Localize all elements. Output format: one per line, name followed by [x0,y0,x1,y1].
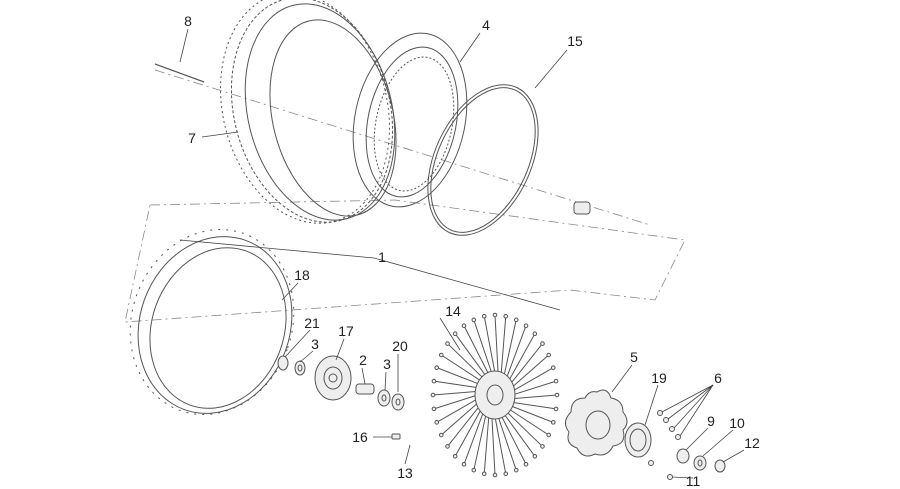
callout-8: 8 [184,13,192,29]
tyre-part [220,0,397,224]
spoke-nipple-dot [540,341,545,346]
spoked-hub [474,370,516,420]
callout-labels: 8 7 4 15 1 18 21 3 17 2 3 20 14 16 13 5 … [184,13,760,489]
callout-18: 18 [294,267,310,283]
spoke-nipple-dot [452,331,458,337]
spoke-nipple-dot [550,420,556,425]
callout-3b: 3 [383,356,391,372]
spoke-nipple-dot [481,471,487,477]
callout-17: 17 [338,323,354,339]
spoke-nipple-dot [430,392,436,398]
callout-5: 5 [630,349,638,365]
spacer-and-right-bearings [355,383,405,411]
hub-part [314,355,352,401]
spoke-line [495,408,517,471]
inner-tube-part [352,32,468,208]
axle-part [154,63,205,83]
spoke-nipple-dot [445,444,450,449]
spoke-nipple-dot [503,471,509,477]
callout-21: 21 [304,315,320,331]
spoke-line [493,408,507,474]
spoke-nipple-dot [452,453,458,459]
spoke-line [494,314,500,382]
leader-lines [179,28,745,479]
screws-group [648,410,681,480]
callout-19: 19 [651,370,667,386]
spoke-nipple-dot [471,317,477,323]
spoke-nipple-dot [532,331,538,337]
rim-part [129,229,295,415]
callout-10: 10 [729,415,745,431]
spoke-nipple-dot [492,472,498,478]
spoke-nipple-dot [523,461,529,467]
callout-20: 20 [392,338,408,354]
spoke-nipple-dot [550,365,556,370]
spoke-nipple-dot [546,432,551,438]
callout-7: 7 [188,130,196,146]
callout-12: 12 [744,435,760,451]
callout-1: 1 [378,249,386,265]
assembly-bracket-outline [124,199,686,323]
spoke-nipple-dot [523,323,529,329]
callout-6: 6 [714,370,722,386]
spoke-nipple-dot [481,313,487,319]
callout-14: 14 [445,303,461,319]
spoke-nipple-dot [461,461,467,467]
speedometer-drive-part [624,422,652,458]
callout-13: 13 [397,465,413,481]
axle-bush-part [573,201,591,215]
rim-tape-part [427,84,539,236]
spoke-line [473,406,489,471]
spacer-washer-nut-group [676,448,726,473]
spoke-nipple-part [391,433,401,440]
spoke-nipple-dot [513,317,519,323]
spoke-nipple-dot [461,323,467,329]
spoke-nipple-dot [532,453,538,459]
spoke-line [483,316,497,382]
callout-9: 9 [707,413,715,429]
spoke-nipple-dot [554,392,560,398]
callout-4: 4 [482,17,490,33]
spoke-nipple-dot [439,432,444,438]
spoke-line [501,319,517,384]
spoke-nipple-dot [439,352,444,358]
callout-3a: 3 [311,336,319,352]
left-bearing-stack [277,355,306,376]
spoke-line [473,319,495,382]
spoke-nipple-dot [503,313,509,319]
spoke-line [483,407,491,474]
spoke-nipple-dot [540,444,545,449]
callout-15: 15 [567,33,583,49]
spoke-nipple-dot [546,352,551,358]
spoke-nipple-dot [445,341,450,346]
axis-centerline-upper [154,69,651,226]
spoke-nipple-dot [553,378,559,384]
spoke-line [463,404,487,465]
spoke-nipple-dot [431,406,437,412]
spoke-nipple-dot [471,467,477,473]
spoke-nipple-dot [513,467,519,473]
spoke-nipple-dot [431,378,437,384]
spoke-nipple-dot [492,312,498,318]
callout-16: 16 [352,429,368,445]
spoke-line [490,408,496,476]
brake-disc-part [565,389,628,457]
spoke-line [503,325,527,386]
callout-2: 2 [359,352,367,368]
spoke-nipple-dot [434,420,440,425]
spoke-nipple-dot [553,406,559,412]
spoke-line [499,316,507,383]
callout-11: 11 [686,473,701,489]
spoke-nipple-dot [434,365,440,370]
